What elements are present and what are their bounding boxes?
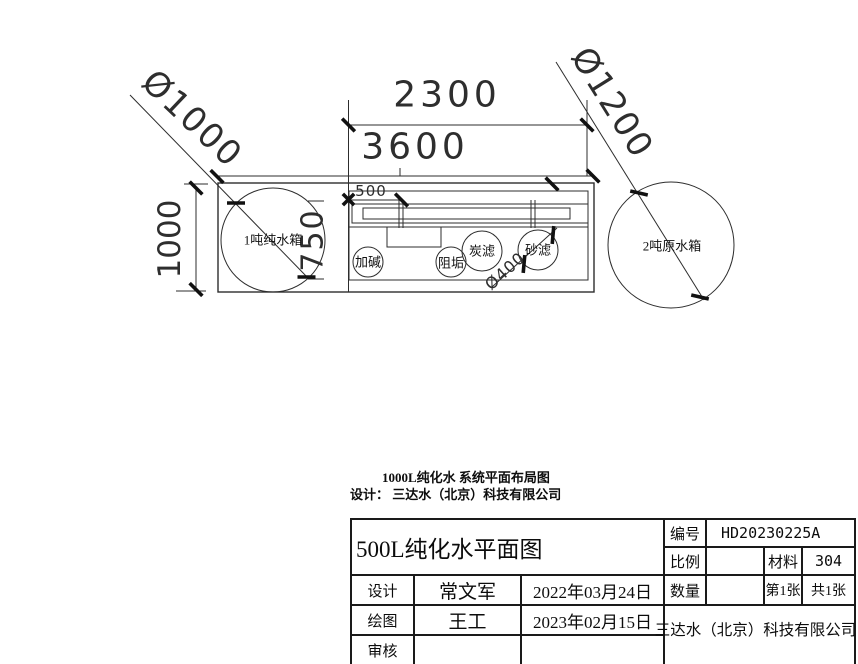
quantity-value (707, 576, 763, 604)
dim-text-2300: 2300 (393, 75, 501, 116)
ro-rack-inner (362, 207, 571, 220)
title-block: 500L纯化水平面图 设计 常文军 2022年03月24日 绘图 王工 2023… (350, 518, 856, 664)
dim-text-phi1200: Ø1200 (562, 40, 661, 166)
draw-date: 2023年02月15日 (533, 612, 652, 632)
tick-phi1200-b (690, 293, 710, 301)
ro-rack-outer (351, 203, 589, 224)
sheet-total: 共1张 (811, 584, 846, 599)
table-line-v4 (705, 518, 707, 605)
tank1-label: 1吨纯水箱 (244, 233, 303, 248)
sand-filter-label: 砂滤 (525, 243, 551, 258)
dim-text-750: 750 (296, 208, 331, 271)
review-label: 审核 (367, 643, 398, 660)
tick-phi400-b (550, 225, 556, 245)
scale-value (707, 548, 763, 574)
drawing-title: 500L纯化水平面图 (356, 537, 543, 562)
dim-text-500: 500 (355, 182, 387, 200)
number-value: HD20230225A (721, 524, 821, 542)
dim-line-phi1200 (555, 61, 705, 301)
tank1-circle (220, 187, 326, 293)
quantity-label: 数量 (669, 583, 700, 600)
design-label: 设计 (367, 583, 398, 600)
tick-500-left-b (341, 192, 356, 207)
table-line-v2 (520, 574, 522, 664)
dim-text-3600: 3600 (361, 127, 469, 168)
design-date: 2022年03月24日 (533, 582, 652, 602)
dim-text-1000: 1000 (152, 200, 188, 279)
tick-1000-bottom (188, 281, 204, 298)
tank2-circle (607, 181, 735, 309)
table-border-top (350, 518, 856, 520)
draw-label: 绘图 (367, 613, 398, 630)
table-line-h4 (350, 634, 665, 636)
tick-2300-right (579, 117, 595, 133)
table-line-h3 (350, 604, 856, 606)
tick-room-top (544, 176, 560, 192)
tank2-label: 2吨原水箱 (643, 239, 702, 254)
caption-line2: 设计： 三达水（北京）科技有限公司 (350, 487, 562, 502)
material-label: 材料 (767, 554, 798, 571)
table-line-v1 (413, 574, 415, 664)
dosing-circle (352, 246, 384, 278)
tick-phi400-a (521, 254, 527, 274)
table-line-h2 (350, 574, 856, 576)
tick-500-right (393, 192, 410, 208)
draw-name: 王工 (448, 611, 487, 633)
number-label: 编号 (669, 526, 700, 543)
design-name: 常文军 (438, 581, 496, 603)
tick-3600-right (585, 168, 601, 184)
tick-2300-left (340, 117, 357, 133)
dosing-label: 加碱 (355, 255, 381, 270)
scale-label: 比例 (669, 554, 700, 571)
dim-line-phi1000 (129, 94, 309, 279)
table-line-v3 (663, 518, 665, 664)
caption-line1: 1000L纯化水 系统平面布局图 (382, 470, 550, 485)
tick-phi1200-a (629, 189, 649, 197)
tick-3600-left (209, 168, 225, 185)
sand-filter-circle (517, 229, 559, 271)
review-name (415, 636, 520, 664)
company-name: 三达水（北京）科技有限公司 (654, 622, 857, 639)
sheet-number: 第1张 (765, 584, 801, 599)
room-outline (217, 182, 595, 293)
table-border-left (350, 518, 352, 664)
antiscalant-circle (435, 246, 467, 278)
material-value: 304 (814, 552, 843, 570)
tick-1000-top (188, 180, 204, 196)
table-line-h1 (663, 546, 856, 548)
control-box (386, 226, 442, 248)
antiscalant-label: 阻垢 (438, 256, 464, 271)
review-date (522, 636, 663, 664)
carbon-filter-label: 炭滤 (469, 244, 495, 259)
carbon-filter-circle (461, 230, 503, 272)
table-border-right (854, 518, 856, 664)
